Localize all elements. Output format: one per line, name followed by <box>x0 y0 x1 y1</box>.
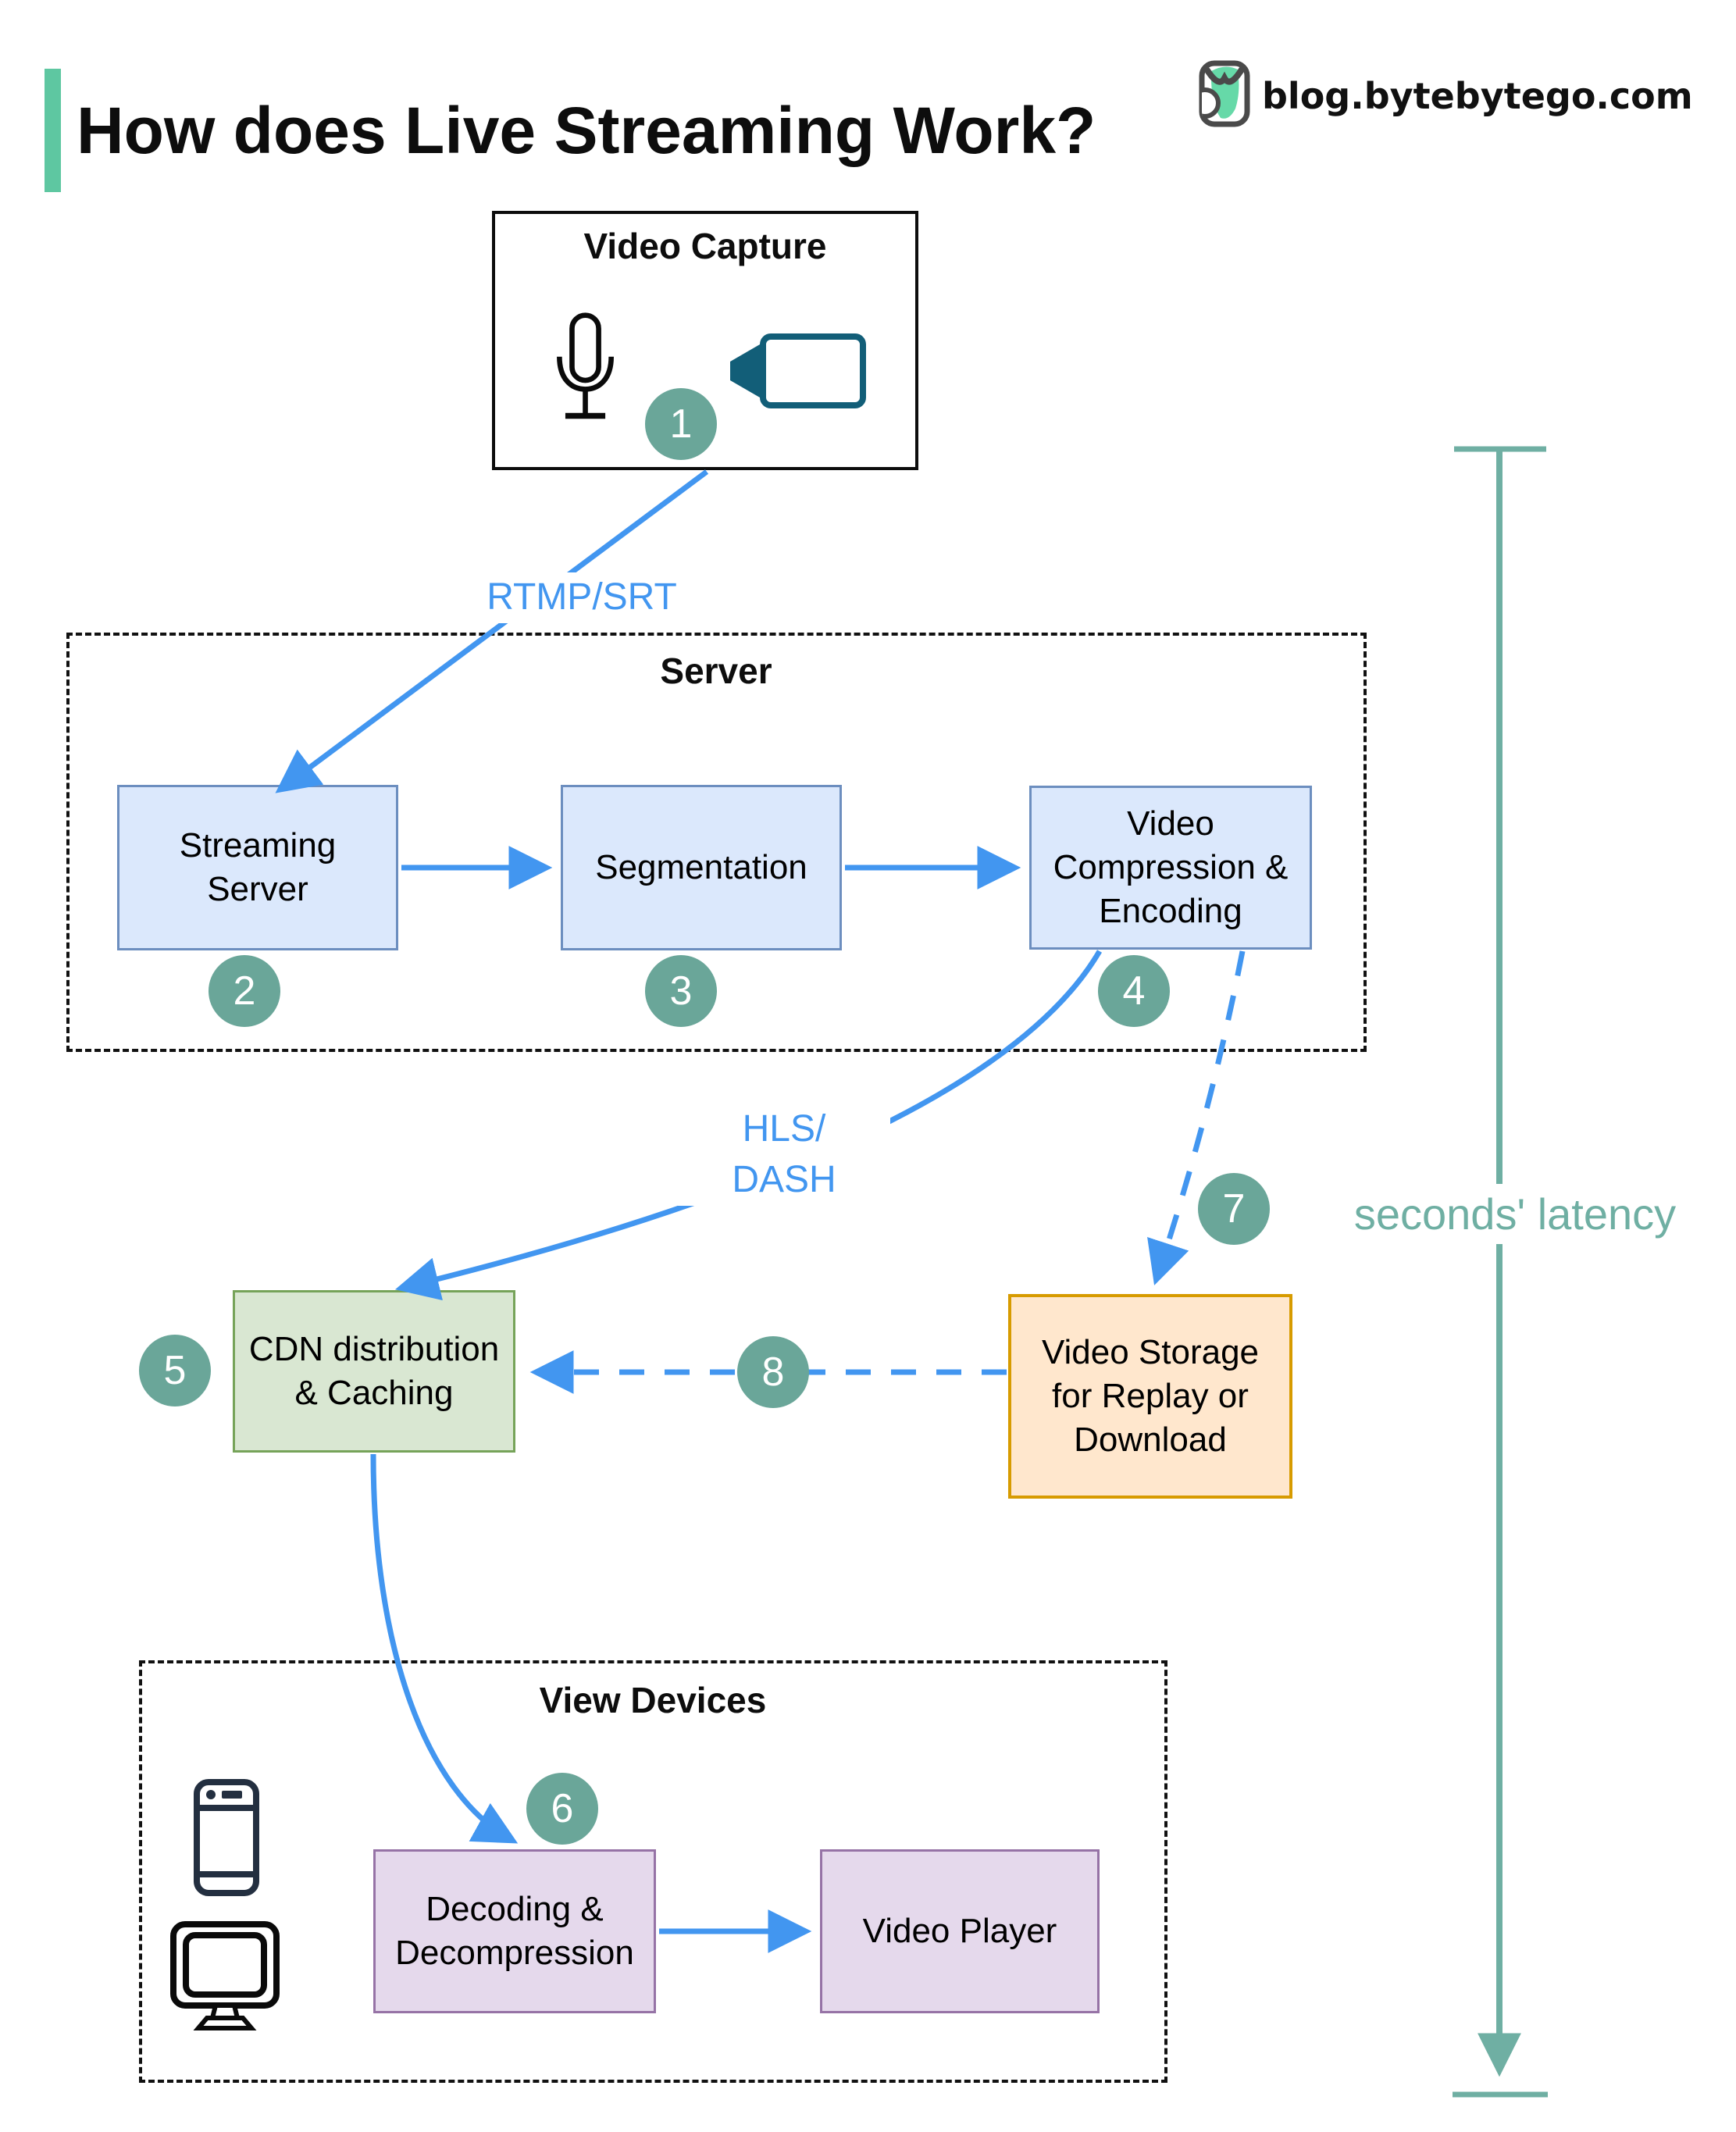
step-badge-7: 7 <box>1198 1173 1270 1245</box>
video-capture-label: Video Capture <box>583 226 827 266</box>
view-devices-group-label: View Devices <box>539 1680 767 1720</box>
step-badge-1: 1 <box>645 388 717 460</box>
video-storage-node: Video Storage for Replay or Download <box>1008 1294 1292 1499</box>
segmentation-node: Segmentation <box>561 785 842 950</box>
view-devices-group-box <box>139 1660 1167 2083</box>
hls-edge-label: HLS/ DASH <box>678 1104 890 1206</box>
step-badge-5: 5 <box>139 1335 211 1406</box>
video-camera-icon <box>730 333 866 408</box>
microphone-icon <box>557 312 614 419</box>
streaming-server-node: Streaming Server <box>117 785 398 950</box>
cdn-node: CDN distribution & Caching <box>233 1290 515 1453</box>
page-title: How does Live Streaming Work? <box>77 94 1096 167</box>
server-group-label: Server <box>660 651 772 691</box>
rtmp-edge-label: RTMP/SRT <box>453 572 711 623</box>
step-badge-4: 4 <box>1098 955 1170 1027</box>
video-compression-node: Video Compression & Encoding <box>1029 786 1312 950</box>
title-accent-bar <box>45 69 61 192</box>
video-player-node: Video Player <box>820 1849 1100 2013</box>
decoding-node: Decoding & Decompression <box>373 1849 656 2013</box>
bytebytego-logo-icon <box>1199 60 1250 127</box>
monitor-icon <box>170 1921 280 2030</box>
step-badge-6: 6 <box>526 1773 598 1845</box>
step-badge-8: 8 <box>737 1336 809 1408</box>
step-badge-3: 3 <box>645 955 717 1027</box>
site-url: blog.bytebytego.com <box>1262 75 1693 117</box>
smartphone-icon <box>194 1779 259 1896</box>
step-badge-2: 2 <box>209 955 280 1027</box>
latency-annotation: seconds' latency <box>1351 1184 1679 1244</box>
